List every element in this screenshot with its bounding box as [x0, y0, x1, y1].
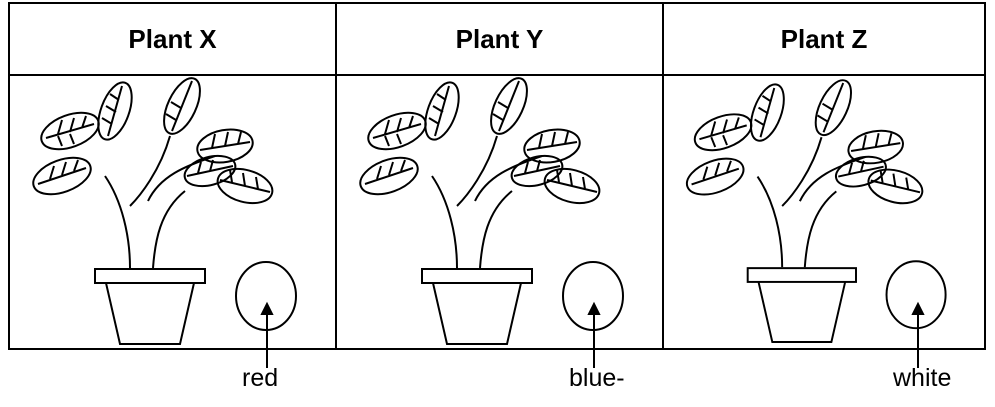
label-red: red — [242, 364, 278, 393]
plant-illustration — [337, 76, 662, 350]
panel-plant-y: Plant Y — [337, 4, 664, 348]
panel-title: Plant Y — [456, 24, 544, 55]
panel-plant-z: Plant Z — [664, 4, 984, 348]
panel-title: Plant X — [128, 24, 216, 55]
plant-illustration — [664, 76, 984, 350]
label-white: white — [893, 364, 951, 393]
diagram-frame: Plant X — [8, 2, 986, 350]
label-blue: blue- — [569, 364, 625, 393]
panel-header: Plant Y — [337, 4, 662, 76]
panel-header: Plant X — [10, 4, 335, 76]
panel-title: Plant Z — [781, 24, 868, 55]
panel-header: Plant Z — [664, 4, 984, 76]
plant-illustration — [10, 76, 335, 350]
panel-plant-x: Plant X — [10, 4, 337, 348]
